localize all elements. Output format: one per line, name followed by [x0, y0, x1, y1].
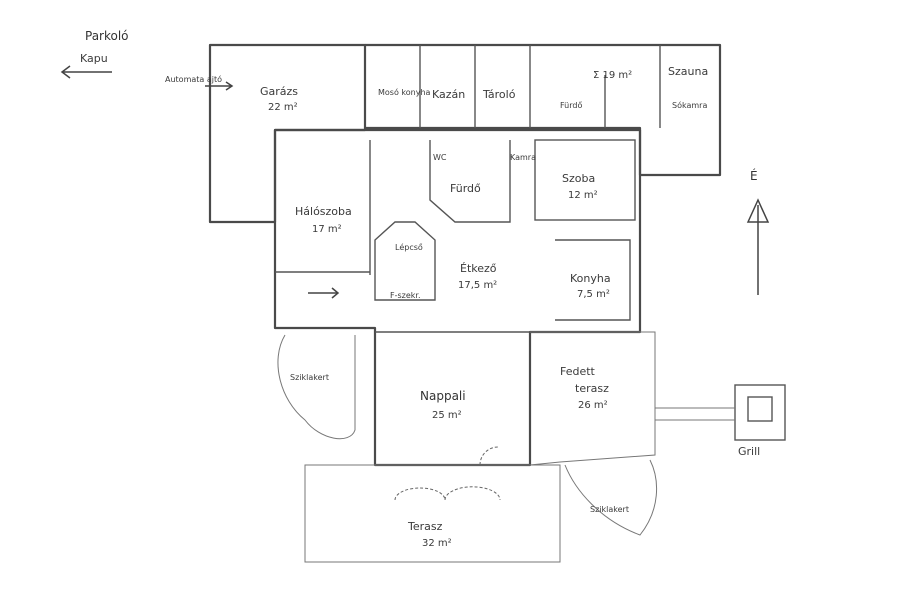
label-room-area: 12 m² [568, 190, 598, 201]
label-rockgarden-right: Sziklakert [590, 505, 629, 514]
door-arc [394, 487, 446, 501]
label-sigma-area: Σ 19 m² [593, 70, 632, 81]
service-wing-outline [365, 43, 722, 177]
label-covered-terrace-area: 26 m² [578, 400, 608, 411]
label-living-area: 25 m² [432, 410, 462, 421]
label-storage: Tároló [482, 88, 516, 101]
rockgarden-left-outline [277, 334, 356, 440]
rockgarden-right-outline [564, 459, 658, 536]
label-terrace: Terasz [407, 520, 443, 533]
entry-arrow [308, 287, 340, 299]
label-kitchen-area: 7,5 m² [577, 289, 610, 300]
label-steam: Sókamra [672, 100, 707, 110]
label-laundry: Mosó konyha [378, 87, 431, 97]
label-wc: WC [433, 153, 447, 162]
label-covered-terrace: Fedett [560, 365, 596, 378]
label-room: Szoba [562, 172, 595, 185]
label-bedroom: Hálószoba [295, 205, 352, 218]
label-garage-area: 22 m² [268, 102, 298, 113]
label-sauna: Szauna [668, 65, 708, 78]
grill-outline [734, 384, 786, 441]
grill-inner [747, 396, 773, 422]
garage-outline [208, 43, 367, 224]
label-terrace-area: 32 m² [422, 538, 452, 549]
wall-bath-mid [429, 140, 511, 223]
wall-stairs [374, 221, 436, 301]
label-garage: Garázs [260, 85, 298, 98]
terrace-outline [304, 464, 561, 563]
label-boiler: Kazán [432, 88, 465, 101]
label-kitchen: Konyha [570, 272, 611, 285]
door-arc [479, 446, 499, 466]
label-north: É [750, 168, 758, 183]
label-bath-mid: Fürdő [450, 182, 481, 195]
label-parking: Parkoló [85, 29, 129, 43]
label-auto-gate: Automata ajtó [165, 74, 222, 84]
label-covered-terrace2: terasz [575, 382, 609, 395]
label-bedroom-area: 17 m² [312, 224, 342, 235]
label-pantry: Kamra [510, 153, 536, 162]
gate-arrow [60, 65, 112, 79]
label-rockgarden-left: Sziklakert [290, 373, 329, 382]
wall-kitchen [555, 239, 631, 321]
north-arrow [746, 198, 770, 295]
label-dining-area: 17,5 m² [458, 280, 497, 291]
label-stairs: Lépcső [395, 242, 423, 252]
label-living: Nappali [420, 389, 466, 403]
label-bath-top: Fürdő [560, 101, 582, 110]
auto-gate-arrow [205, 81, 234, 91]
label-dining: Étkező [460, 262, 497, 275]
label-stairs2: F-szekr. [390, 291, 421, 300]
covered-terrace-outline [529, 331, 656, 466]
door-arc [444, 486, 501, 501]
label-gate: Kapu [80, 52, 108, 65]
wall-room [534, 139, 636, 221]
label-grill: Grill [738, 445, 760, 458]
